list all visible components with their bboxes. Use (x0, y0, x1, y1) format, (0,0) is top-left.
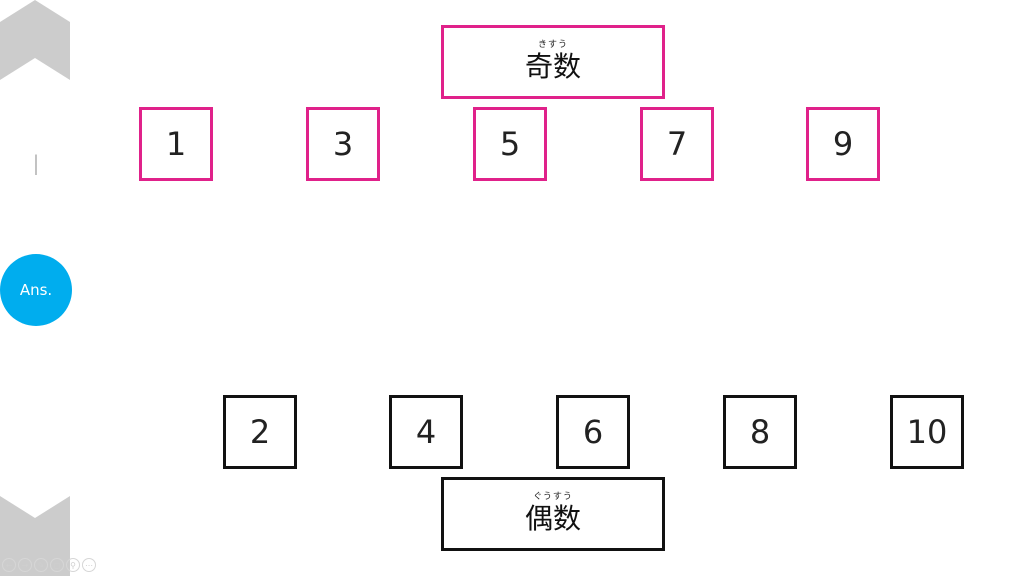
even-number-box[interactable]: 6 (556, 395, 630, 469)
even-number-box[interactable]: 2 (223, 395, 297, 469)
chevron-up-icon[interactable] (0, 0, 70, 80)
prev-icon[interactable]: ← (2, 558, 16, 572)
odd-title-ruby: きすう (537, 40, 568, 50)
odd-number-box[interactable]: 5 (473, 107, 547, 181)
slides-icon[interactable]: ▢ (50, 558, 64, 572)
odd-number-box[interactable]: 1 (139, 107, 213, 181)
even-title: 偶数 (524, 502, 581, 535)
more-icon[interactable]: ⋯ (82, 558, 96, 572)
odd-number-box[interactable]: 3 (306, 107, 380, 181)
answer-button[interactable]: Ans. (0, 254, 72, 326)
next-icon[interactable]: → (18, 558, 32, 572)
odd-title: 奇数 (524, 50, 581, 83)
odd-title-box: きすう 奇数 (441, 25, 665, 99)
odd-number-box[interactable]: 7 (640, 107, 714, 181)
even-number-box[interactable]: 10 (890, 395, 964, 469)
even-title-box: ぐうすう 偶数 (441, 477, 665, 551)
chevron-down-icon[interactable] (0, 496, 70, 576)
zoom-icon[interactable]: ⚲ (66, 558, 80, 572)
slide-counter: | (32, 151, 40, 175)
presentation-toolbar: ← → ✎ ▢ ⚲ ⋯ (2, 558, 96, 572)
even-title-ruby: ぐうすう (533, 492, 573, 502)
pen-icon[interactable]: ✎ (34, 558, 48, 572)
even-number-box[interactable]: 4 (389, 395, 463, 469)
odd-number-box[interactable]: 9 (806, 107, 880, 181)
even-number-box[interactable]: 8 (723, 395, 797, 469)
